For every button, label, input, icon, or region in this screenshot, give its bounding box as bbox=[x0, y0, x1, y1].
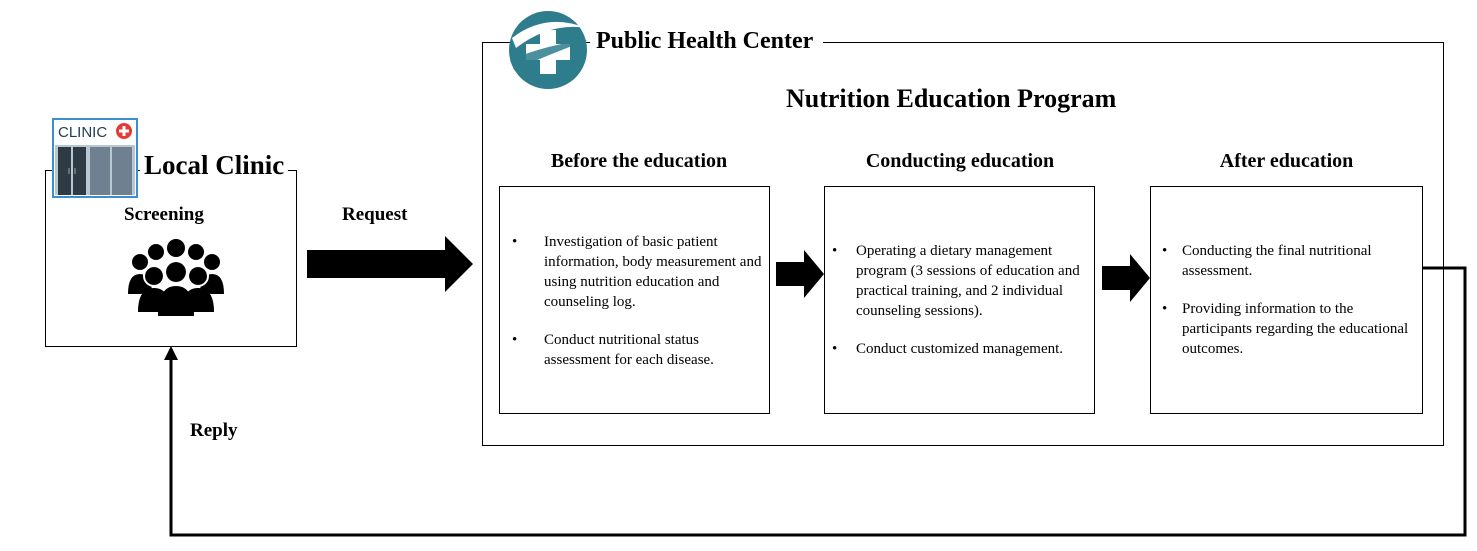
list-item: Investigation of basic patient informati… bbox=[512, 232, 766, 312]
request-label: Request bbox=[342, 204, 408, 225]
program-title: Nutrition Education Program bbox=[786, 84, 1117, 113]
stage-title-conducting: Conducting education bbox=[865, 150, 1055, 172]
public-health-center-box bbox=[482, 42, 1444, 446]
clinic-building-icon: CLINIC bbox=[52, 118, 138, 198]
stage-arrow-2 bbox=[1102, 254, 1150, 302]
public-health-center-title: Public Health Center bbox=[590, 28, 824, 55]
local-clinic-box bbox=[45, 170, 297, 347]
reply-label: Reply bbox=[190, 420, 238, 441]
clinic-sign-text: CLINIC bbox=[58, 124, 107, 141]
local-clinic-title: Local Clinic bbox=[140, 150, 289, 181]
stage-title-after: After education bbox=[1219, 150, 1354, 172]
stage-list-conducting: Operating a dietary management program (… bbox=[832, 241, 1091, 377]
list-item: Providing information to the participant… bbox=[1162, 299, 1414, 359]
stage-arrow-1 bbox=[776, 250, 824, 298]
list-item: Conduct customized management. bbox=[832, 339, 1091, 359]
health-center-logo-icon bbox=[509, 11, 588, 89]
list-item: Conducting the final nutritional assessm… bbox=[1162, 241, 1414, 281]
request-arrow bbox=[307, 236, 473, 292]
stage-list-before: Investigation of basic patient informati… bbox=[512, 232, 766, 388]
people-group-icon bbox=[128, 239, 224, 316]
stage-list-after: Conducting the final nutritional assessm… bbox=[1162, 241, 1414, 377]
stage-title-before: Before the education bbox=[550, 150, 728, 172]
list-item: Conduct nutritional status assessment fo… bbox=[512, 330, 766, 370]
screening-label: Screening bbox=[124, 204, 204, 225]
list-item: Operating a dietary management program (… bbox=[832, 241, 1091, 321]
